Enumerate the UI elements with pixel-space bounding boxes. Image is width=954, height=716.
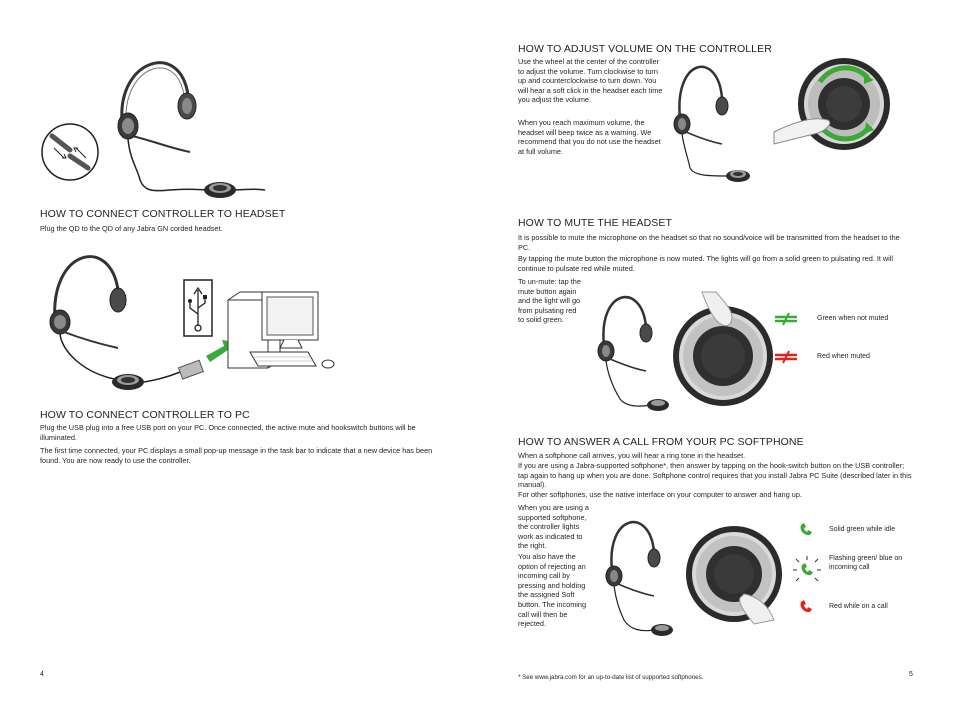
answer-call-para1: When a softphone call arrives, you will … xyxy=(518,451,746,460)
connect-headset-heading: HOW TO CONNECT CONTROLLER TO HEADSET xyxy=(40,208,286,220)
answer-controller-closeup xyxy=(686,526,782,625)
mute-legend-green-label: Green when not muted xyxy=(817,315,889,322)
mute-controller-closeup xyxy=(673,291,773,406)
answer-call-heading: HOW TO ANSWER A CALL FROM YOUR PC SOFTPH… xyxy=(518,436,804,448)
volume-controller-closeup xyxy=(773,54,894,154)
mute-legend-red-icon xyxy=(775,350,797,364)
page-number-left: 4 xyxy=(40,671,44,678)
connect-pc-para1: Plug the USB plug into a free USB port o… xyxy=(40,423,416,442)
volume-headset-illustration xyxy=(673,65,750,182)
headset-qd-illustration xyxy=(41,61,266,198)
headset-pc-illustration xyxy=(49,255,335,390)
connect-pc-para2: The first time connected, your PC displa… xyxy=(40,446,433,465)
connect-pc-heading: HOW TO CONNECT CONTROLLER TO PC xyxy=(40,409,250,421)
answer-call-para2: If you are using a Jabra-supported softp… xyxy=(518,461,912,490)
call-legend-incoming-label: Flashing green/ blue on incoming call xyxy=(829,555,903,571)
call-legend-idle-icon xyxy=(800,523,812,536)
answer-call-para4: When you are using a supported softphone… xyxy=(518,503,589,551)
mute-para3: To un-mute: tap the mute button again an… xyxy=(518,277,581,325)
page-number-right: 5 xyxy=(909,671,913,678)
answer-headset-illustration xyxy=(605,520,673,636)
adjust-volume-heading: HOW TO ADJUST VOLUME ON THE CONTROLLER xyxy=(518,43,772,55)
adjust-volume-para1: Use the wheel at the center of the contr… xyxy=(518,57,663,105)
call-legend-oncall-label: Red while on a call xyxy=(829,603,888,610)
connect-headset-text: Plug the QD to the QD of any Jabra GN co… xyxy=(40,224,223,233)
mute-legend-green-icon xyxy=(775,312,797,326)
call-legend-oncall-icon xyxy=(800,600,812,613)
mute-para2: By tapping the mute button the microphon… xyxy=(518,254,894,273)
adjust-volume-para2: When you reach maximum volume, the heads… xyxy=(518,118,661,156)
mute-headset-illustration xyxy=(597,295,669,411)
call-legend-idle-label: Solid green while idle xyxy=(829,526,896,533)
answer-call-para5: You also have the option of rejecting an… xyxy=(518,552,587,629)
mute-para1: It is possible to mute the microphone on… xyxy=(518,233,900,252)
footnote: * See www.jabra.com for an up-to-date li… xyxy=(518,674,704,681)
call-legend-incoming-icon xyxy=(793,556,821,582)
mute-legend-red-label: Red when muted xyxy=(817,353,870,360)
answer-call-para3: For other softphones, use the native int… xyxy=(518,490,802,499)
mute-heading: HOW TO MUTE THE HEADSET xyxy=(518,217,672,229)
